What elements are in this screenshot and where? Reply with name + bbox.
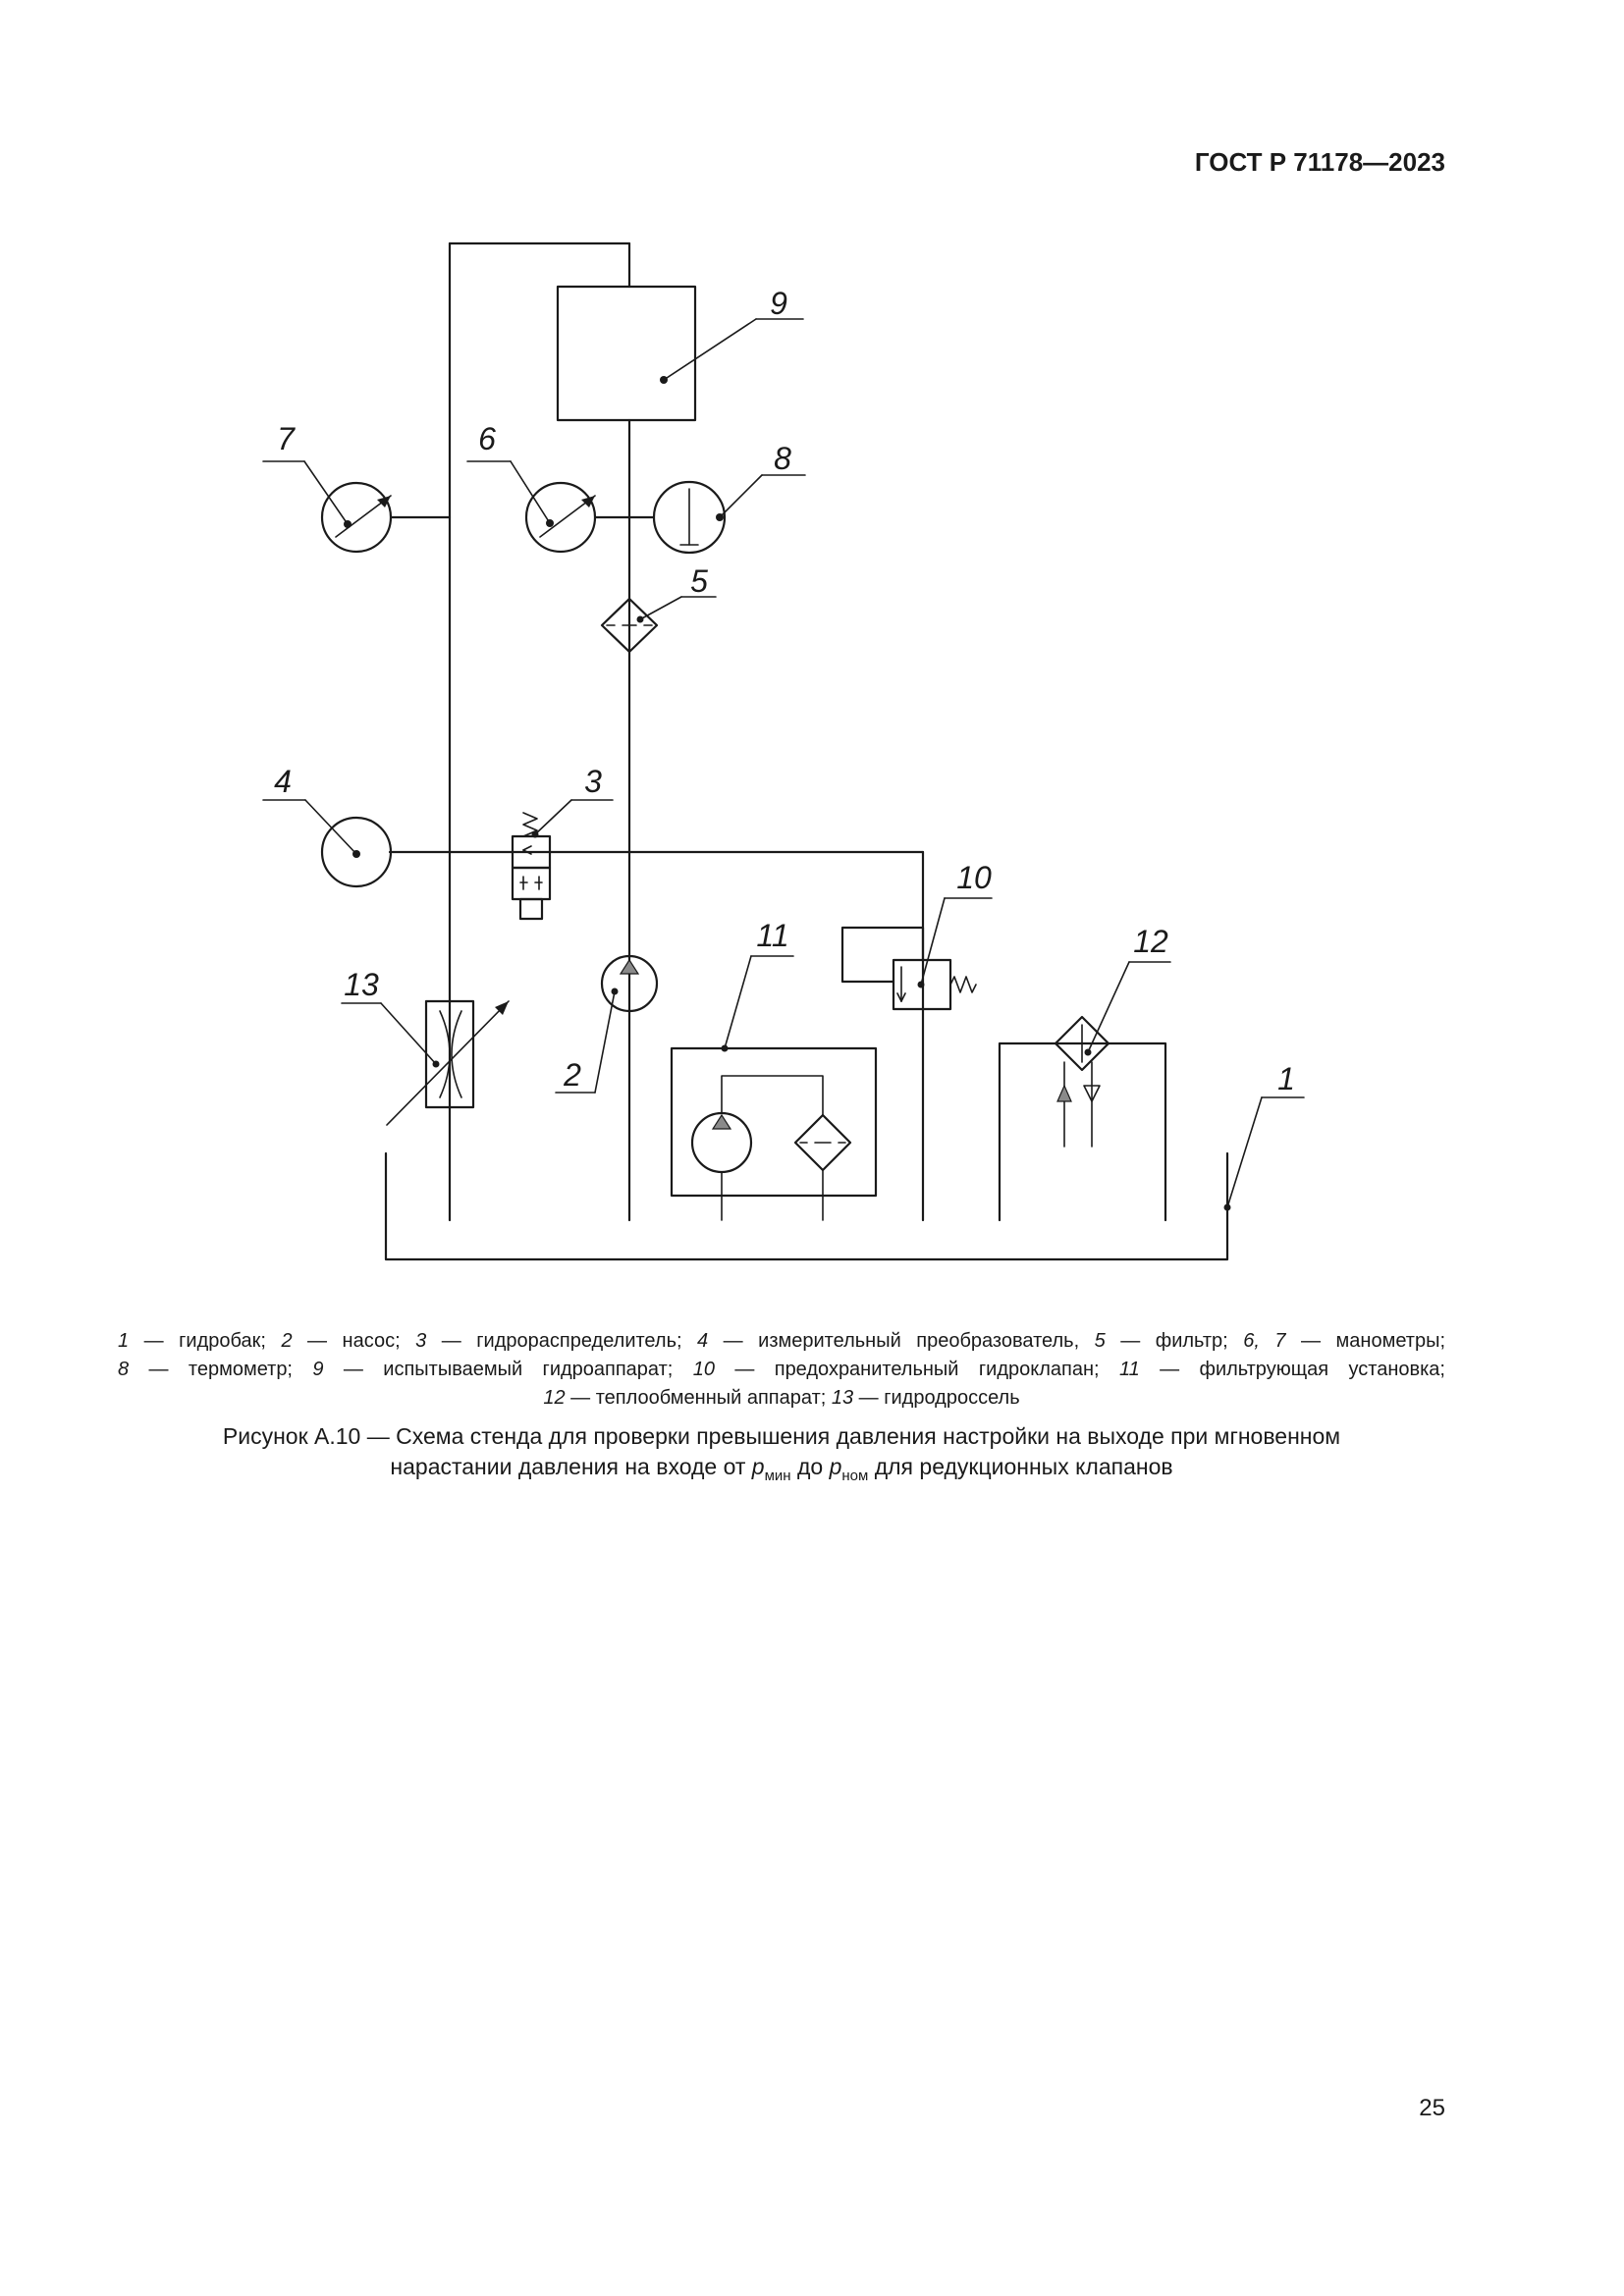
legend-line-3: 12 — теплообменный аппарат; 13 — гидродр… bbox=[118, 1384, 1445, 1413]
legend-num-12: 12 bbox=[543, 1387, 566, 1409]
throttle-13: 13 bbox=[341, 967, 510, 1126]
caption-text-b: до bbox=[790, 1454, 830, 1479]
label-5: 5 bbox=[690, 563, 708, 599]
legend-text-2: — насос; bbox=[292, 1330, 416, 1352]
legend-text-11: — фильтрующая установка; bbox=[1139, 1359, 1445, 1380]
legend-num-6-7: 6, 7 bbox=[1243, 1330, 1286, 1352]
legend-num-9: 9 bbox=[312, 1359, 324, 1380]
figure-caption: Рисунок А.10 — Схема стенда для проверки… bbox=[118, 1421, 1445, 1484]
legend-num-10: 10 bbox=[692, 1359, 715, 1380]
label-4: 4 bbox=[274, 764, 292, 799]
legend-num-8: 8 bbox=[118, 1359, 130, 1380]
p-symbol-min: p bbox=[751, 1454, 765, 1479]
legend-line-1: 1 — гидробак; 2 — насос; 3 — гидрораспре… bbox=[118, 1327, 1445, 1356]
caption-line-1: Рисунок А.10 — Схема стенда для проверки… bbox=[222, 1423, 1341, 1449]
pipelines bbox=[388, 241, 925, 1222]
filter-unit-11: 11 bbox=[670, 918, 878, 1221]
manometer-7: 7 bbox=[262, 421, 393, 554]
label-8: 8 bbox=[774, 441, 791, 476]
measuring-transducer-4: 4 bbox=[262, 764, 393, 888]
label-1: 1 bbox=[1277, 1061, 1295, 1096]
manometer-6: 6 bbox=[466, 421, 597, 554]
legend-num-5: 5 bbox=[1094, 1330, 1106, 1352]
legend-text-5: — фильтр; bbox=[1105, 1330, 1244, 1352]
caption-text-c: для редукционных клапанов bbox=[868, 1454, 1173, 1479]
filter-5: 5 bbox=[600, 563, 717, 654]
label-12: 12 bbox=[1133, 924, 1168, 959]
document-header: ГОСТ Р 71178—2023 bbox=[1194, 147, 1445, 177]
label-11: 11 bbox=[756, 918, 788, 953]
p-symbol-nom: p bbox=[829, 1454, 842, 1479]
relief-valve-10: 10 bbox=[840, 860, 993, 1011]
pump-2: 2 bbox=[555, 954, 659, 1094]
legend-line-2: 8 — термометр; 9 — испытываемый гидроапп… bbox=[118, 1356, 1445, 1384]
caption-line-2: нарастании давления на входе от pмин до … bbox=[118, 1452, 1445, 1484]
subscript-min: мин bbox=[764, 1468, 791, 1484]
legend-num-13: 13 bbox=[831, 1387, 854, 1409]
label-2: 2 bbox=[563, 1057, 581, 1093]
figure-legend: 1 — гидробак; 2 — насос; 3 — гидрораспре… bbox=[118, 1327, 1445, 1413]
legend-text-4: — измерительный преобразователь, bbox=[708, 1330, 1095, 1352]
legend-text-8: — термометр; bbox=[129, 1359, 313, 1380]
legend-num-4: 4 bbox=[697, 1330, 709, 1352]
legend-num-1: 1 bbox=[118, 1330, 130, 1352]
label-3: 3 bbox=[584, 764, 602, 799]
legend-num-3: 3 bbox=[415, 1330, 427, 1352]
legend-text-6-7: — манометры; bbox=[1285, 1330, 1446, 1352]
directional-valve-3: 3 bbox=[511, 764, 614, 921]
label-7: 7 bbox=[277, 421, 296, 456]
thermometer-8: 8 bbox=[652, 441, 806, 555]
legend-text-13: — гидродроссель bbox=[853, 1387, 1020, 1409]
legend-text-12: — теплообменный аппарат; bbox=[565, 1387, 832, 1409]
label-9: 9 bbox=[770, 286, 787, 321]
legend-text-10: — предохранительный гидроклапан; bbox=[714, 1359, 1119, 1380]
label-10: 10 bbox=[956, 860, 992, 895]
caption-text-a: нарастании давления на входе от bbox=[390, 1454, 752, 1479]
subscript-nom: ном bbox=[841, 1468, 869, 1484]
legend-text-3: — гидрораспределитель; bbox=[426, 1330, 698, 1352]
legend-text-1: — гидробак; bbox=[129, 1330, 282, 1352]
page-number: 25 bbox=[1419, 2095, 1445, 2121]
tank-1: 1 bbox=[384, 1061, 1305, 1261]
legend-num-2: 2 bbox=[281, 1330, 293, 1352]
tested-device-9: 9 bbox=[556, 285, 804, 422]
hydraulic-test-bench-diagram: 9 7 6 8 5 bbox=[262, 241, 1305, 1261]
label-6: 6 bbox=[478, 421, 496, 456]
legend-text-9: — испытываемый гидроаппарат; bbox=[323, 1359, 693, 1380]
label-13: 13 bbox=[344, 967, 379, 1002]
heat-exchanger-12: 12 bbox=[998, 924, 1171, 1222]
legend-num-11: 11 bbox=[1118, 1359, 1140, 1380]
